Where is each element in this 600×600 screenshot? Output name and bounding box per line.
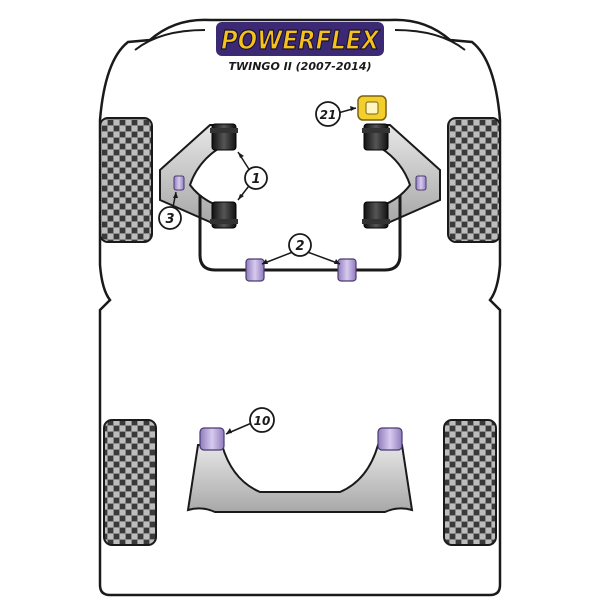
callout-label-2: 2: [295, 239, 304, 254]
bush-arb-left: [245, 258, 265, 282]
bush-left-balljoint: [173, 175, 185, 191]
rear-right-tyre: [443, 419, 497, 546]
bush-front-right-upper: [362, 123, 390, 151]
callout-label-3: 3: [165, 212, 174, 227]
bush-front-right-lower: [362, 201, 390, 229]
callout-1: 1: [244, 166, 268, 190]
bush-right-balljoint: [415, 175, 427, 191]
logo-text: POWERFLEX: [221, 26, 381, 56]
bush-arb-right: [337, 258, 357, 282]
bush-engine-mount: [357, 95, 387, 121]
page-title: TWINGO II (2007-2014): [228, 60, 371, 73]
bush-front-left-upper: [210, 123, 238, 151]
callout-3: 3: [158, 206, 182, 230]
front-right-tyre: [447, 117, 501, 243]
callout-label-1: 1: [251, 172, 260, 187]
callout-2: 2: [288, 233, 312, 257]
powerflex-logo: POWERFLEX: [216, 22, 384, 57]
bush-rear-left: [199, 427, 225, 451]
callout-label-10: 10: [254, 414, 271, 428]
callout-10: 10: [249, 407, 275, 433]
callout-21: 21: [315, 101, 341, 127]
anti-roll-bar: [198, 195, 402, 272]
front-left-tyre: [99, 117, 153, 243]
rear-left-tyre: [103, 419, 157, 546]
bush-front-left-lower: [210, 201, 238, 229]
front-contour: [134, 29, 466, 51]
bush-rear-right: [377, 427, 403, 451]
callout-arrowheads: [173, 106, 356, 434]
callout-label-21: 21: [320, 108, 337, 122]
